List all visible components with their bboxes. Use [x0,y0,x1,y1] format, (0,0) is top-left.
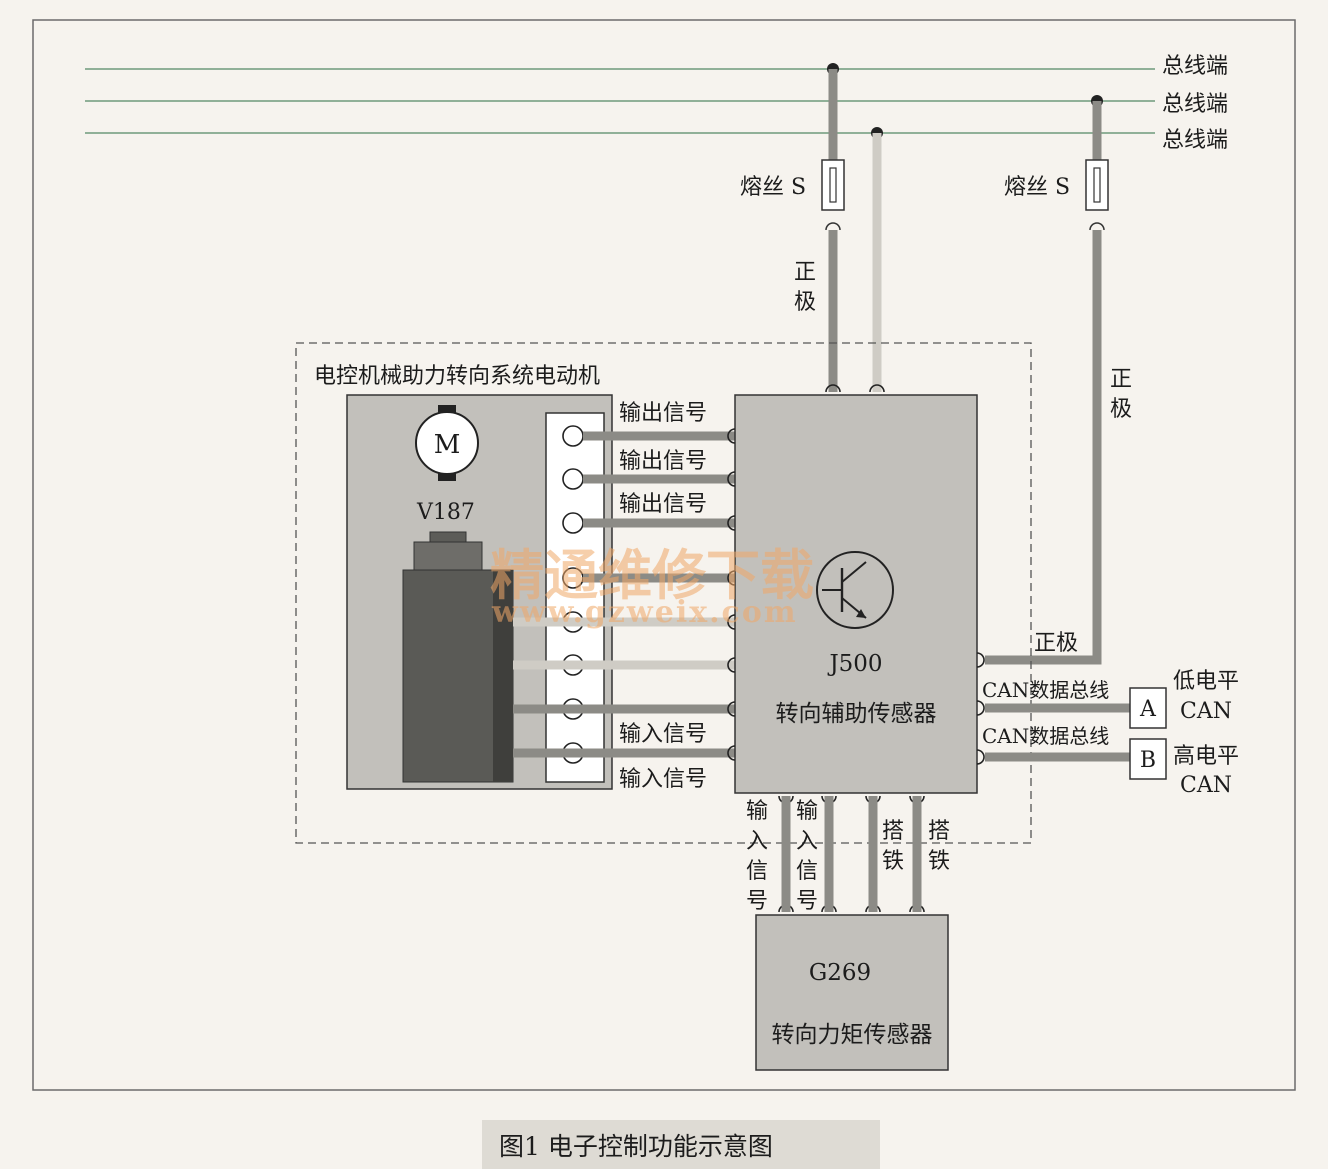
can-terminal-b-line2: CAN [1180,773,1232,798]
input-2-char-3: 信 [796,859,818,884]
cap-left-7 [727,701,736,717]
ground-2-char-2: 铁 [928,849,950,874]
signal-label-3: 输出信号 [619,492,707,517]
cap-left-6 [727,657,736,673]
motor-shoulder [413,541,483,573]
ground-1-char-1: 搭 [882,819,904,844]
motor-system-title: 电控机械助力转向系统电动机 [314,364,600,389]
input-1-char-2: 入 [746,829,768,854]
positive-label-1a: 正 [794,260,816,285]
can-wires [985,703,1130,762]
positive-label-1b: 极 [794,290,816,315]
transistor-icon [816,551,894,629]
motor-side [493,570,513,782]
watermark-line-1: 精通维修下载 [490,543,814,607]
ground-1-char-2: 铁 [882,849,904,874]
g269-box [755,914,949,1071]
pin-1 [562,425,584,447]
motor-brush-bottom [438,473,456,481]
motor-circle [415,411,479,475]
pin-3 [562,512,584,534]
j500-id: J500 [827,651,882,677]
fuse-1: 熔丝 S [740,159,845,231]
positive-label-3: 正极 [1034,631,1078,656]
cap-right-3 [976,749,985,765]
input-2-char-1: 输 [796,799,818,824]
fuse-2-lower-cap [1089,222,1105,231]
signal-label-1: 输出信号 [619,401,707,426]
signal-label-4: 输入信号 [619,722,707,747]
cap-left-1 [727,428,736,444]
fuse-1-element [829,167,837,203]
can-high-label: CAN数据总线 [982,724,1109,748]
can-low-label: CAN数据总线 [982,678,1109,702]
fuse-2-element [1093,167,1101,203]
fuse-1-lower-cap [825,222,841,231]
can-terminal-b-line1: 高电平 [1173,744,1239,769]
signal-wires [513,431,735,758]
can-terminal-b: B 高电平 CAN [1129,738,1239,798]
cap-top-1 [825,384,841,393]
input-2-char-2: 入 [796,829,818,854]
watermark: 精通维修下载 www.gzweix.com [490,543,814,630]
input-1-char-4: 号 [746,889,768,914]
cap-left-4 [727,570,736,586]
motor-letter: M [434,430,461,460]
cap-left-8 [727,745,736,761]
positive-label-2b: 极 [1110,397,1132,422]
bottom-wire-labels: 输 入 信 号 输 入 信 号 搭 铁 搭 铁 [746,799,950,914]
transistor-circle [816,551,894,629]
can-terminal-a-letter: A [1139,697,1157,722]
can-terminal-b-box [1129,738,1167,780]
transistor-arrow [856,609,866,618]
can-terminal-a-line1: 低电平 [1173,669,1239,694]
cap-left-3 [727,515,736,531]
fuse-2: 熔丝 S [1004,159,1109,231]
caption-background [482,1120,880,1169]
input-1-char-1: 输 [746,799,768,824]
outer-frame [32,19,1296,1091]
bus-label-2: 总线端 [1162,92,1228,117]
j500-box [734,394,978,794]
bus-lines: 总线端 总线端 总线端 [85,54,1228,153]
power-wires [828,69,1102,665]
bus-label-3: 总线端 [1162,128,1228,153]
pin-2 [562,468,584,490]
wire-fuse2-j500 [985,230,1102,665]
bus-label-1: 总线端 [1162,54,1228,79]
j500-name: 转向辅助传感器 [776,701,937,727]
can-terminal-a-line2: CAN [1180,699,1232,724]
motor-body [402,531,514,783]
positive-label-2a: 正 [1110,367,1132,392]
can-terminal-b-letter: B [1140,748,1156,773]
input-2-char-4: 号 [796,889,818,914]
cap-left-5 [727,614,736,630]
motor-system-boundary [295,342,1032,844]
can-terminal-a: A 低电平 CAN [1129,669,1239,729]
signal-label-5: 输入信号 [619,767,707,792]
motor-id: V187 [416,500,475,525]
g269-id: G269 [809,960,871,986]
cap-top-2 [869,384,885,393]
g269-name: 转向力矩传感器 [772,1022,933,1048]
cap-left-2 [727,471,736,487]
input-1-char-3: 信 [746,859,768,884]
bottom-wires [781,796,922,912]
motor-brush-top [438,405,456,413]
signal-label-2: 输出信号 [619,449,707,474]
cap-right-2 [976,700,985,716]
fuse-2-label: 熔丝 S [1004,175,1070,200]
can-terminal-a-box [1129,687,1167,729]
cap-right-1 [976,652,985,668]
fuse-1-label: 熔丝 S [740,175,806,200]
motor-symbol: M [415,405,479,481]
watermark-line-2: www.gzweix.com [491,595,798,630]
transistor-collector [841,561,867,583]
figure-caption: 图1 电子控制功能示意图 [499,1132,773,1161]
ground-2-char-1: 搭 [928,819,950,844]
